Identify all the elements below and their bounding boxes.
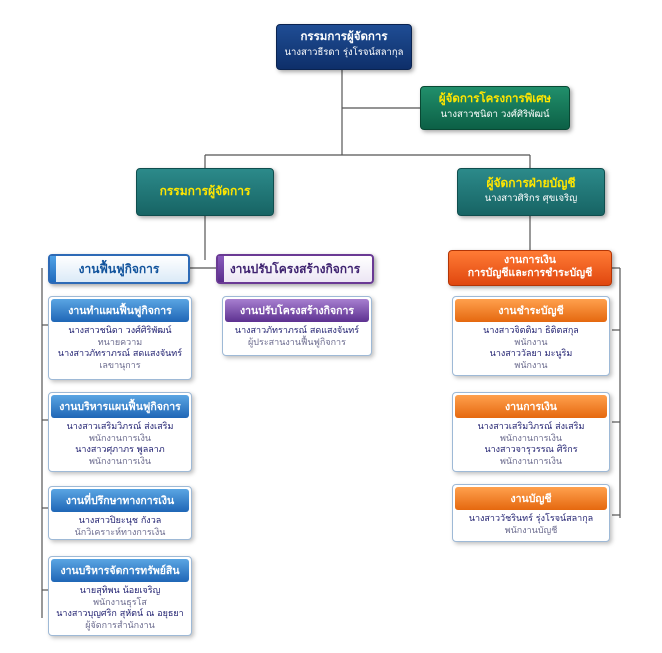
card-liquidation-role-2: พนักงาน	[514, 361, 548, 372]
dept-restructure-title: งานปรับโครงสร้างกิจการ	[229, 262, 361, 276]
card-admin-plan-name-2: นางสาวศุภาภร พูลลาภ	[75, 445, 165, 456]
card-admin-plan: งานบริหารแผนฟื้นฟูกิจการ นางสาวเสริมวิภร…	[48, 392, 192, 472]
card-plan-name-2: นางสาวภัทราภรณ์ สดแสงจันทร์	[57, 349, 183, 360]
card-admin-plan-name-1: นางสาวเสริมวิภรณ์ ส่งเสริม	[66, 422, 174, 432]
card-finance-name-2: นางสาวจารุวรรณ ศิริกร	[484, 445, 578, 456]
special-manager-title: ผู้จัดการโครงการพิเศษ	[438, 91, 552, 105]
special-manager-box: ผู้จัดการโครงการพิเศษ นางสาวชนิดา วงศ์ศิ…	[420, 86, 570, 130]
card-restructure-role-1: ผู้ประสานงานฟื้นฟูกิจการ	[248, 337, 346, 348]
card-finance-role-1: พนักงานการเงิน	[499, 433, 563, 444]
card-finance-title: งานการเงิน	[455, 395, 607, 418]
top-manager-title: กรรมการผู้จัดการ	[300, 29, 388, 43]
card-liquidation-name-2: นางสาววัลยา มะนูริม	[489, 349, 573, 360]
card-advisor: งานที่ปรึกษาทางการเงิน นางสาวปิยะนุช กัง…	[48, 486, 192, 540]
card-asset-role-1: พนักงานธุรโส	[93, 597, 147, 608]
card-plan-role-2: เลขานุการ	[99, 361, 141, 372]
card-asset-role-2: ผู้จัดการสำนักงาน	[85, 621, 155, 632]
left-manager-title: กรรมการผู้จัดการ	[159, 184, 251, 198]
card-liquidation-name-1: นางสาวจิตติมา ธิติตสกุล	[483, 326, 579, 336]
card-advisor-name-1: นางสาวปิยะนุช กังวล	[78, 516, 162, 526]
card-restructure: งานปรับโครงสร้างกิจการ นางสาวภัทราภรณ์ ส…	[222, 296, 372, 356]
dept-restructure-box: งานปรับโครงสร้างกิจการ	[216, 254, 374, 284]
card-finance-role-2: พนักงานการเงิน	[499, 457, 563, 468]
card-asset: งานบริหารจัดการทรัพย์สิน นายสุทิพน น้อยเ…	[48, 556, 192, 636]
dept-recovery-title: งานฟื้นฟูกิจการ	[78, 262, 160, 276]
card-liquidation-role-1: พนักงาน	[514, 337, 548, 348]
card-accounting-role-1: พนักงานบัญชี	[504, 525, 558, 536]
dept-finance-title-line1: งานการเงิน	[504, 254, 556, 266]
top-manager-name: นางสาวธีรดา รุ่งโรจน์สลากุล	[284, 46, 404, 58]
card-plan-role-1: ทนายความ	[97, 337, 143, 348]
card-restructure-title: งานปรับโครงสร้างกิจการ	[225, 299, 369, 322]
card-admin-plan-title: งานบริหารแผนฟื้นฟูกิจการ	[51, 395, 189, 418]
right-manager-title: ผู้จัดการฝ่ายบัญชี	[486, 176, 576, 190]
card-liquidation-title: งานชำระบัญชี	[455, 299, 607, 322]
card-advisor-title: งานที่ปรึกษาทางการเงิน	[51, 489, 189, 512]
dept-recovery-accent	[50, 256, 56, 282]
card-plan-name-1: นางสาวชนิดา วงศ์ศิริพัฒน์	[68, 326, 172, 336]
dept-finance-title-line2: การบัญชีและการชำระบัญชี	[467, 266, 593, 279]
special-manager-name: นางสาวชนิดา วงศ์ศิริพัฒน์	[440, 108, 550, 120]
card-asset-title: งานบริหารจัดการทรัพย์สิน	[51, 559, 189, 582]
dept-finance-box: งานการเงิน การบัญชีและการชำระบัญชี	[448, 250, 612, 286]
card-advisor-role-1: นักวิเคราะห์ทางการเงิน	[74, 527, 166, 538]
card-admin-plan-role-2: พนักงานการเงิน	[88, 457, 152, 468]
dept-recovery-box: งานฟื้นฟูกิจการ	[48, 254, 190, 284]
right-manager-box: ผู้จัดการฝ่ายบัญชี นางสาวศิริกร ศุขเจริญ	[457, 168, 605, 216]
card-admin-plan-role-1: พนักงานการเงิน	[88, 433, 152, 444]
left-manager-box: กรรมการผู้จัดการ	[136, 168, 274, 216]
card-plan: งานทำแผนฟื้นฟูกิจการ นางสาวชนิดา วงศ์ศิร…	[48, 296, 192, 380]
card-finance: งานการเงิน นางสาวเสริมวิภรณ์ ส่งเสริม พน…	[452, 392, 610, 472]
card-asset-name-2: นางสาวบุญศริก สุหัตน์ ณ อยุธยา	[56, 609, 184, 620]
card-accounting-name-1: นางสาววัชรินทร์ รุ่งโรจน์สลากุล	[468, 514, 594, 524]
card-accounting: งานบัญชี นางสาววัชรินทร์ รุ่งโรจน์สลากุล…	[452, 484, 610, 542]
card-liquidation: งานชำระบัญชี นางสาวจิตติมา ธิติตสกุล พนั…	[452, 296, 610, 376]
card-accounting-title: งานบัญชี	[455, 487, 607, 510]
top-manager-box: กรรมการผู้จัดการ นางสาวธีรดา รุ่งโรจน์สล…	[276, 24, 412, 70]
right-manager-name: นางสาวศิริกร ศุขเจริญ	[484, 193, 578, 205]
card-finance-name-1: นางสาวเสริมวิภรณ์ ส่งเสริม	[477, 422, 585, 432]
card-restructure-name-1: นางสาวภัทราภรณ์ สดแสงจันทร์	[234, 326, 360, 336]
dept-restructure-accent	[218, 256, 224, 282]
card-plan-title: งานทำแผนฟื้นฟูกิจการ	[51, 299, 189, 322]
card-asset-name-1: นายสุทิพน น้อยเจริญ	[79, 586, 161, 596]
